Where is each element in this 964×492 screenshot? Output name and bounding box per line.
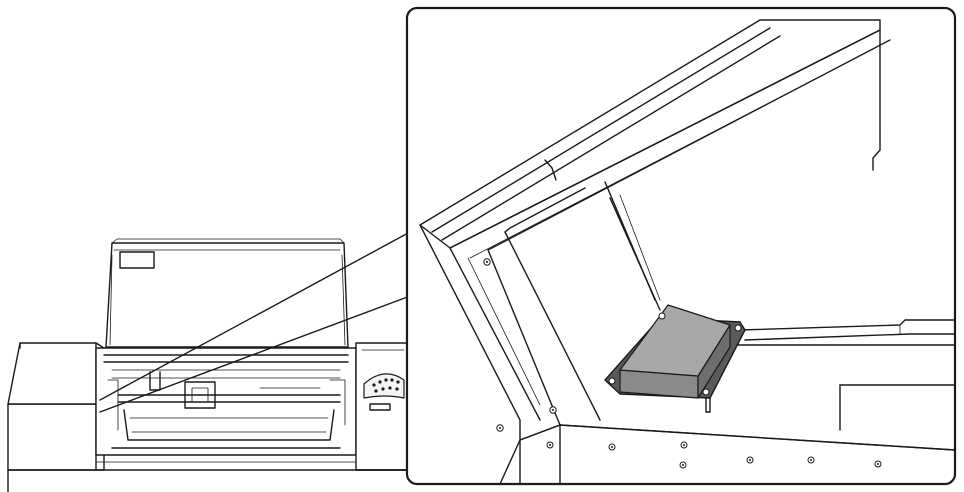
control-panel-buttons [372, 378, 400, 393]
foreground-panel [499, 424, 955, 484]
lid-frame [419, 19, 891, 259]
rail-shelf [719, 319, 955, 431]
detail-frame [405, 6, 957, 486]
printer-right-housing [355, 342, 411, 471]
magnified-detail-icon [405, 6, 957, 486]
printer-icon [7, 238, 411, 492]
component-top-face [619, 304, 731, 377]
plate-screws [608, 312, 742, 396]
screw-centers [486, 261, 879, 466]
printer-left-housing [7, 342, 105, 492]
printer-open-lid [105, 238, 349, 348]
inner-wall [604, 181, 661, 311]
component-box-icon [604, 304, 746, 413]
printer-interior [95, 347, 357, 456]
callout-lines [99, 231, 411, 413]
